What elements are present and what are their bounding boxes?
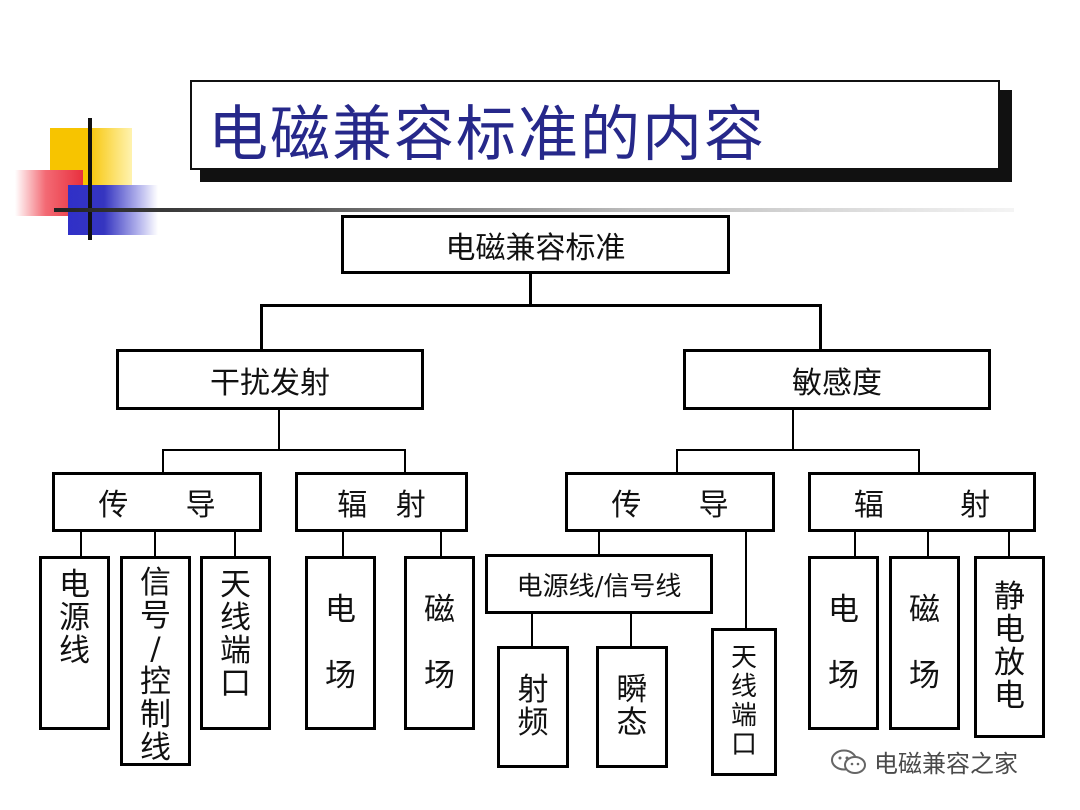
emission-conduction-node: 传 导 (52, 472, 262, 532)
leaf-esd: 静 电 放 电 (974, 556, 1045, 738)
susceptibility-node: 敏感度 (683, 349, 991, 410)
title-box (190, 80, 1000, 170)
wechat-icon (831, 749, 866, 774)
root-node: 电磁兼容标准 (341, 215, 730, 274)
decoration-horizontal-rule (54, 208, 1014, 212)
leaf-antenna-port-susceptibility: 天 线 端 口 (711, 628, 777, 776)
watermark: 电磁兼容之家 (830, 744, 1018, 779)
emission-radiation-node: 辐 射 (295, 472, 468, 532)
leaf-power-line: 电 源 线 (39, 556, 110, 730)
watermark-text: 电磁兼容之家 (874, 750, 1018, 778)
susceptibility-conduction-node: 传 导 (565, 472, 775, 532)
leaf-magnetic-field: 磁 场 (404, 556, 475, 730)
leaf-transient: 瞬 态 (596, 646, 668, 768)
leaf-rf: 射 频 (497, 646, 569, 768)
emission-node: 干扰发射 (116, 349, 424, 410)
page-title: 电磁兼容标准的内容 (208, 100, 766, 170)
susceptibility-radiation-node: 辐 射 (808, 472, 1036, 532)
leaf-signal-control-line: 信 号 / 控 制 线 (120, 556, 191, 766)
decoration-vertical-line (88, 118, 92, 240)
leaf-electric-field: 电 场 (305, 556, 376, 730)
leaf-magnetic-field-susceptibility: 磁 场 (889, 556, 960, 730)
leaf-electric-field-susceptibility: 电 场 (808, 556, 879, 730)
leaf-antenna-port: 天 线 端 口 (200, 556, 271, 730)
power-signal-line-node: 电源线/信号线 (485, 554, 713, 614)
